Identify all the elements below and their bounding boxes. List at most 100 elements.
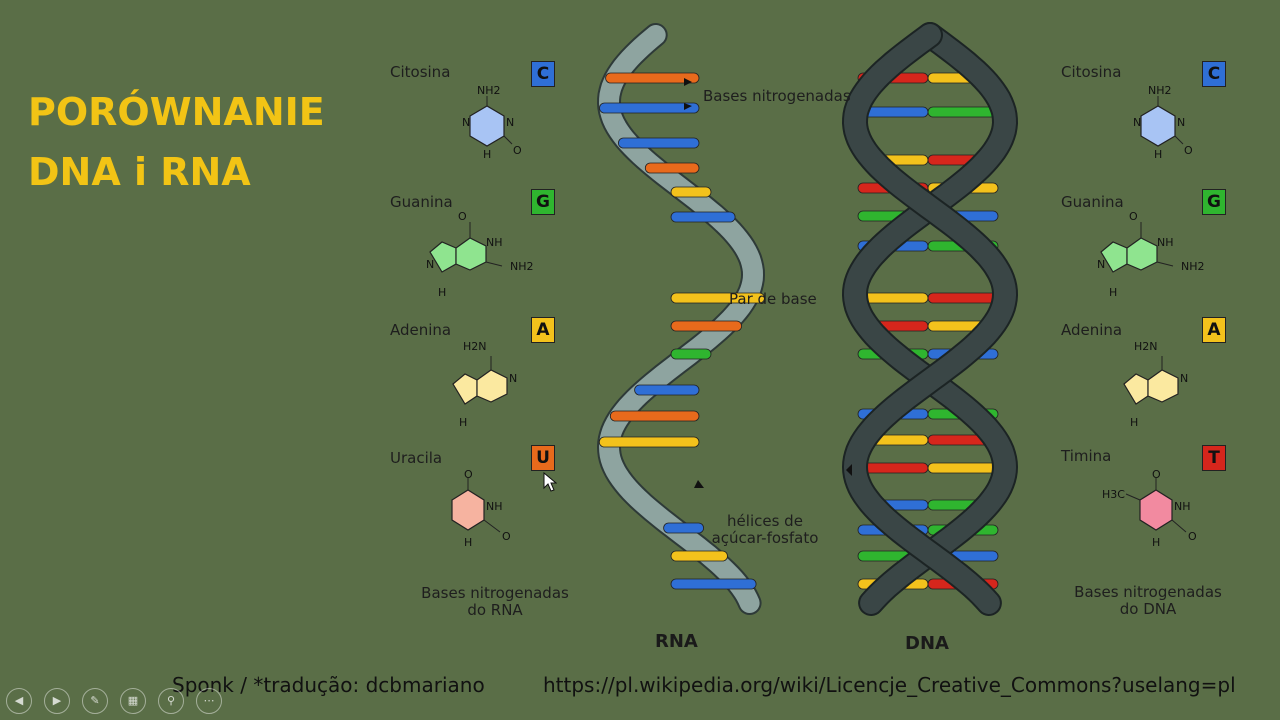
rna-badge-g: G [531, 189, 555, 215]
atom-n-left: N [1133, 116, 1141, 129]
dna-backbone-1 [843, 24, 1017, 614]
rna-base-name-guanine: Guanina [390, 193, 453, 211]
uracil-structure-rna: O NH H O [451, 468, 511, 549]
annotation-backbone-line-2: açúcar-fosfato [711, 529, 819, 547]
atom-o: O [1184, 144, 1193, 157]
rna-badge-c: C [531, 61, 555, 87]
title-line-1: PORÓWNANIE [28, 90, 325, 134]
atom-o: O [513, 144, 522, 157]
rna-base-bar [670, 186, 712, 198]
guanine-structure-rna: O NH NH2 N H [426, 210, 534, 299]
atom-nh2: NH2 [1181, 260, 1205, 273]
atom-h: H [464, 536, 472, 549]
dna-base-name-cytosine: Citosina [1061, 63, 1122, 81]
more-options-icon[interactable]: ⋯ [196, 688, 222, 714]
dna-base-name-thymine: Timina [1061, 447, 1112, 465]
atom-h2n: H2N [1134, 340, 1158, 353]
atom-o-2: O [1188, 530, 1197, 543]
atom-n-left: N [462, 116, 470, 129]
rna-base-bar [670, 320, 742, 332]
annotation-bases: Bases nitrogenadas [703, 87, 851, 105]
next-slide-icon[interactable]: ▶ [44, 688, 70, 714]
dna-badge-a: A [1202, 317, 1226, 343]
dna-badge-c: C [1202, 61, 1226, 87]
dna-base-bar-right [927, 106, 999, 118]
pointer-backbone [694, 480, 704, 488]
adenine-structure-dna: H2N N H [1123, 340, 1188, 429]
rna-caption-line-2: do RNA [467, 601, 523, 619]
dna-helix [841, 22, 1019, 616]
rna-backbone [598, 25, 764, 613]
atom-o-2: O [502, 530, 511, 543]
rna-badge-a: A [531, 317, 555, 343]
pointer-backbone-dna [846, 464, 852, 476]
rna-base-name-uracil: Uracila [390, 449, 443, 467]
rna-badge-u: U [531, 445, 555, 471]
rna-base-bar [634, 384, 700, 396]
atom-n: N [506, 116, 514, 129]
rna-base-bar [670, 211, 736, 223]
slide-title: PORÓWNANIE DNA i RNA [28, 82, 358, 202]
atom-h: H [438, 286, 446, 299]
atom-nh: NH [486, 236, 503, 249]
rna-base-bar [618, 137, 700, 149]
rna-base-name-adenine: Adenina [390, 321, 452, 339]
mouse-cursor-icon [543, 472, 557, 492]
zoom-icon[interactable]: ⚲ [158, 688, 184, 714]
atom-n: N [1180, 372, 1188, 385]
pen-tool-icon[interactable]: ✎ [82, 688, 108, 714]
atom-h: H [483, 148, 491, 161]
dna-backbone-2 [843, 24, 1017, 614]
dna-base-name-guanine: Guanina [1061, 193, 1124, 211]
rna-helix [596, 23, 766, 615]
guanine-structure-dna: O NH NH2 N H [1097, 210, 1205, 299]
rna-helix-label: RNA [655, 631, 698, 652]
atom-nh2: NH2 [1148, 84, 1172, 97]
title-line-2: DNA i RNA [28, 150, 251, 194]
atom-nh2: NH2 [477, 84, 501, 97]
rna-base-bar [598, 436, 700, 448]
license-url[interactable]: https://pl.wikipedia.org/wiki/Licencje_C… [543, 673, 1236, 697]
previous-slide-icon[interactable]: ◀ [6, 688, 32, 714]
adenine-structure-rna: H2N N H [452, 340, 517, 429]
atom-h3c: H3C [1102, 488, 1125, 501]
rna-base-bar [670, 348, 712, 360]
atom-h2n: H2N [463, 340, 487, 353]
cytosine-structure-rna: NH2 N N H O [462, 84, 522, 161]
author-credit: Sponk / *tradução: dcbmariano [172, 673, 485, 697]
annotation-backbone-line-1: hélices de [727, 512, 803, 530]
dna-caption: Bases nitrogenadas do DNA [1058, 584, 1238, 618]
atom-o: O [464, 468, 473, 481]
annotation-backbone: hélices de açúcar-fosfato [700, 513, 830, 547]
rna-caption-line-1: Bases nitrogenadas [421, 584, 569, 602]
pointer-bases-2 [684, 103, 692, 110]
dna-base-name-adenine: Adenina [1061, 321, 1123, 339]
atom-o: O [1129, 210, 1138, 223]
annotation-pointers [684, 78, 852, 488]
dna-base-bar-right [927, 462, 999, 474]
atom-n: N [1097, 258, 1105, 271]
rna-base-bar [670, 292, 765, 304]
rna-base-bar [670, 578, 757, 590]
annotation-base-pair: Par de base [729, 290, 817, 308]
dna-caption-line-2: do DNA [1119, 600, 1177, 618]
atom-o: O [458, 210, 467, 223]
atom-h: H [459, 416, 467, 429]
rna-base-bar [644, 162, 700, 174]
see-all-slides-icon[interactable]: ▦ [120, 688, 146, 714]
atom-n: N [509, 372, 517, 385]
dna-base-bar-right [927, 292, 999, 304]
rna-base-name-cytosine: Citosina [390, 63, 451, 81]
rna-base-bar [663, 522, 704, 534]
rna-base-bar [605, 72, 700, 84]
rna-caption: Bases nitrogenadas do RNA [405, 585, 585, 619]
atom-n: N [426, 258, 434, 271]
thymine-structure-dna: O H3C NH H O [1102, 468, 1197, 549]
atom-h: H [1109, 286, 1117, 299]
rna-base-bar [670, 550, 728, 562]
atom-o: O [1152, 468, 1161, 481]
atom-nh: NH [1174, 500, 1191, 513]
atom-h: H [1152, 536, 1160, 549]
